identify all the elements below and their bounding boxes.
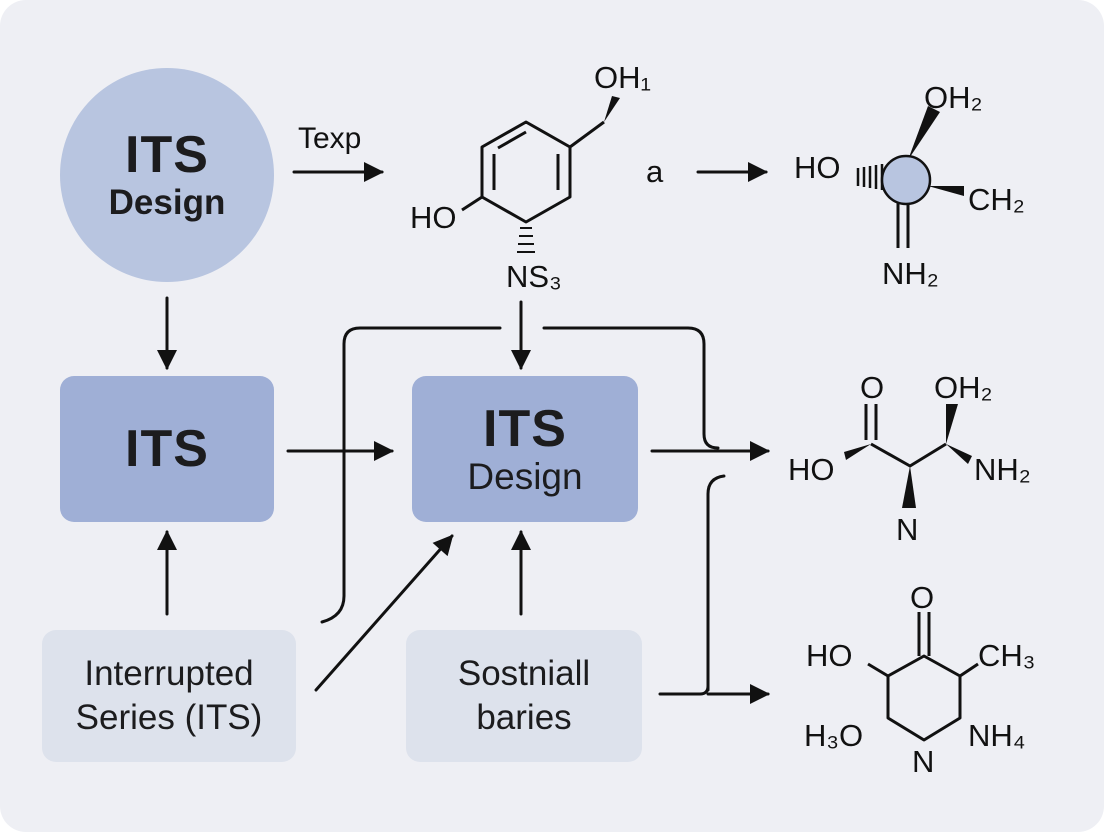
label-h3o-bottom: H₃O: [804, 718, 863, 753]
node-its-box: ITS: [60, 376, 274, 522]
label-ch2: CH₂: [968, 182, 1025, 217]
hash-ho: [856, 164, 884, 190]
wedge-oh2: [908, 106, 940, 160]
edge-label-a: a: [646, 154, 664, 189]
edge-label-texp: Texp: [298, 122, 361, 155]
sostniall-line2: baries: [476, 698, 572, 737]
atom-sphere: [880, 154, 932, 206]
center-box-subtitle: Design: [467, 456, 583, 497]
label-oh1: OH₁: [594, 60, 651, 95]
label-oh2-top: OH₂: [924, 80, 983, 115]
bond-ring-to-ch2: [569, 120, 605, 149]
arrow-diagonal-to-center-box: [314, 534, 454, 692]
label-n-bottom: N: [912, 744, 934, 779]
wedge-ho-mid: [844, 444, 871, 460]
interrupted-series-line2: Series (ITS): [75, 698, 263, 737]
wedge-ch2: [928, 186, 964, 196]
connector-bracket-vertical: [706, 474, 726, 692]
wedge-n-mid: [902, 466, 916, 508]
label-o-mid: O: [860, 370, 884, 405]
label-ch3-bottom: CH₃: [978, 638, 1035, 673]
label-nh2-top: NH₂: [882, 256, 939, 291]
node-sostniall-baries: Sostniall baries: [406, 630, 642, 762]
wedge-nh2-mid: [946, 444, 972, 464]
label-ho-mid: HO: [788, 452, 835, 487]
center-box-title: ITS: [483, 400, 567, 458]
label-nh2-mid: NH₂: [974, 452, 1031, 487]
bond-ring-to-ho: [461, 195, 483, 212]
circle-title: ITS: [125, 126, 209, 184]
connector-loop-right: [542, 326, 720, 450]
circle-subtitle: Design: [108, 183, 226, 222]
label-ho-bottom: HO: [806, 638, 853, 673]
molecule-top-right: OH₂ HO CH₂ NH₂: [794, 80, 1025, 291]
backbone: [870, 442, 947, 468]
ring-inner-bond-top: [497, 130, 527, 150]
connector-loop-left: [320, 326, 502, 624]
label-o-bottom: O: [910, 580, 934, 615]
label-n-mid: N: [896, 512, 918, 547]
label-ns3: NS₃: [506, 259, 562, 294]
molecule-middle-right: O OH₂ HO NH₂ N: [788, 370, 1031, 547]
ring-bonds-bottom: [886, 654, 962, 742]
wedge-oh1: [604, 96, 620, 122]
node-its-design-circle: ITS Design: [60, 68, 274, 282]
label-ho-top-right: HO: [794, 150, 841, 185]
connector-bracket-bottom: [658, 684, 710, 696]
its-box-label: ITS: [125, 420, 209, 478]
molecule-top-ring: OH₁ HO NS₃: [410, 60, 651, 294]
wedge-oh2-mid: [946, 404, 958, 444]
node-its-design-box: ITS Design: [412, 376, 638, 522]
ring-gap: [966, 704, 988, 720]
bond-ch3-bottom: [959, 662, 979, 678]
interrupted-series-line1: Interrupted: [84, 654, 254, 693]
connectors: [157, 162, 770, 704]
hash-ns3: [517, 227, 535, 253]
node-interrupted-series: Interrupted Series (ITS): [42, 630, 296, 762]
label-nh4-bottom: NH₄: [968, 718, 1025, 753]
label-oh2-mid: OH₂: [934, 370, 993, 405]
molecule-bottom-right: O HO CH₃ H₃O N NH₄: [804, 580, 1035, 779]
label-ho-ring: HO: [410, 200, 457, 235]
bond-ho-bottom: [867, 662, 889, 678]
sostniall-line1: Sostniall: [457, 654, 591, 693]
